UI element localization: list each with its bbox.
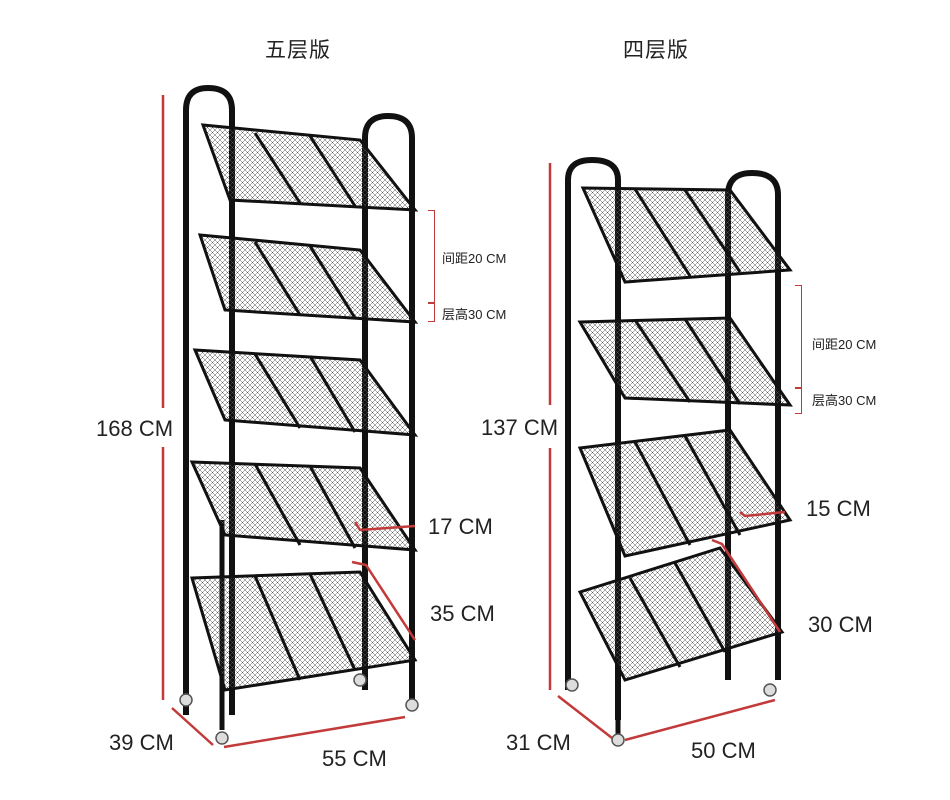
spacing-bracket bbox=[428, 210, 435, 304]
caster-icon bbox=[611, 733, 625, 747]
depth-label: 39 CM bbox=[109, 730, 174, 755]
spacing-bracket bbox=[795, 285, 802, 389]
four-tier-dimension-lines bbox=[548, 163, 786, 742]
four-tier-rack bbox=[565, 156, 793, 747]
basket-depth-label: 35 CM bbox=[430, 601, 495, 626]
lip-depth-label: 17 CM bbox=[428, 514, 493, 539]
five-tier-rack bbox=[179, 84, 419, 745]
tier-1 bbox=[200, 123, 419, 212]
tier-1 bbox=[580, 186, 793, 284]
layer-height-bracket bbox=[795, 387, 802, 414]
four-tier-title: 四层版 bbox=[623, 39, 689, 62]
width-label: 50 CM bbox=[691, 738, 756, 763]
tier-2 bbox=[577, 316, 793, 407]
lip-depth-label: 15 CM bbox=[806, 496, 871, 521]
depth-label: 31 CM bbox=[506, 730, 571, 755]
width-label: 55 CM bbox=[322, 746, 387, 771]
caster-icon bbox=[215, 731, 229, 745]
spacing-label: 间距20 CM bbox=[442, 251, 507, 266]
layer-height-label: 层高30 CM bbox=[812, 393, 877, 408]
five-tier-title: 五层版 bbox=[265, 39, 331, 62]
caster-icon bbox=[763, 683, 777, 697]
caster-icon bbox=[565, 678, 579, 692]
spacing-label: 间距20 CM bbox=[812, 337, 877, 352]
tier-2 bbox=[197, 233, 419, 324]
basket-depth-label: 30 CM bbox=[808, 612, 873, 637]
caster-icon bbox=[353, 673, 367, 687]
caster-icon bbox=[179, 693, 193, 707]
tier-4 bbox=[577, 546, 785, 682]
tier-4 bbox=[189, 460, 418, 552]
tier-3 bbox=[192, 348, 419, 437]
layer-height-label: 层高30 CM bbox=[442, 307, 507, 322]
tier-3 bbox=[577, 428, 793, 558]
layer-height-bracket bbox=[428, 302, 435, 322]
caster-icon bbox=[405, 698, 419, 712]
height-label: 168 CM bbox=[96, 416, 174, 441]
tier-5 bbox=[190, 570, 418, 692]
five-tier-dimension-lines bbox=[161, 95, 417, 749]
height-label: 137 CM bbox=[481, 415, 559, 440]
